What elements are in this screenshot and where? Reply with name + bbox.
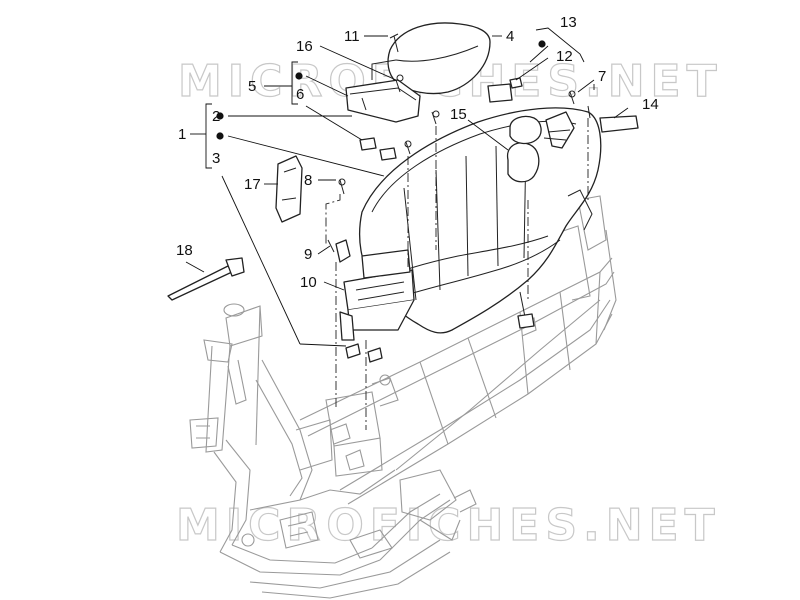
scooter-frame	[189, 195, 617, 599]
callout-1: 1	[178, 126, 186, 143]
bracket-1	[205, 103, 212, 169]
part-14-strip	[599, 115, 639, 133]
callout-7: 7	[598, 68, 606, 85]
callout-10: 10	[300, 274, 317, 291]
part-17-panel	[275, 155, 303, 223]
part-12-clip	[509, 77, 523, 89]
callout-17: 17	[244, 176, 261, 193]
callout-9: 9	[304, 246, 312, 263]
callout-16: 16	[296, 38, 313, 55]
callout-3: 3	[212, 150, 220, 167]
kit-dot-5	[295, 72, 303, 80]
callout-6: 6	[296, 86, 304, 103]
bracket-5-6	[291, 61, 298, 105]
kit-dot-3	[216, 132, 224, 140]
kit-dot-13	[538, 40, 546, 48]
callout-5: 5	[248, 78, 256, 95]
callout-13: 13	[560, 14, 577, 31]
part-18-cable-tie	[167, 265, 233, 301]
fasteners	[327, 33, 591, 253]
kit-dot-2	[216, 112, 224, 120]
part-12-pad	[487, 83, 513, 103]
helmet-compartment	[339, 107, 602, 341]
callout-4: 4	[506, 28, 514, 45]
part-9-clip	[335, 239, 351, 263]
watermark-bottom: MICROFICHES.NET	[176, 500, 721, 551]
callout-11: 11	[344, 28, 360, 45]
callout-labels: 1 2 3 4 5 6 7 8 9 10 11 12 13 14 15 16 1…	[176, 14, 659, 291]
bracket-13	[535, 27, 585, 63]
callout-2: 2	[212, 108, 220, 125]
callout-15: 15	[450, 106, 467, 123]
callout-12: 12	[556, 48, 573, 65]
callout-18: 18	[176, 242, 193, 259]
callout-14: 14	[642, 96, 659, 113]
leader-lines	[185, 35, 629, 347]
assembly-axes	[325, 118, 589, 430]
callout-8: 8	[304, 172, 312, 189]
